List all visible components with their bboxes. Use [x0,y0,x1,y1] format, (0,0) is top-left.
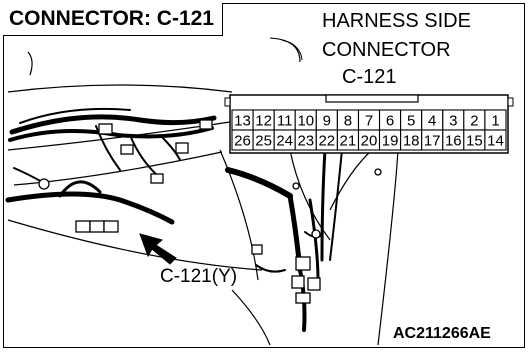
terminal-number: 13 [234,113,251,130]
terminal-number: 20 [361,133,378,150]
terminal-number: 5 [407,113,415,130]
harness-side-caption-line-3: C-121 [342,66,397,88]
terminal-number: 16 [445,133,462,150]
diagram-frame [3,3,525,348]
terminal-number: 10 [297,113,314,130]
terminal-number: 1 [491,113,499,130]
terminal-number: 9 [323,113,331,130]
harness-connectors [38,119,382,304]
terminal-number: 3 [449,113,457,130]
terminal-number: 17 [424,133,441,150]
terminal-number: 12 [255,113,272,130]
harness-wires [5,107,343,332]
terminal-number: 11 [277,113,293,130]
terminal-number: 26 [234,133,251,150]
terminal-number: 6 [386,113,394,130]
connector-location-label: C-121(Y) [160,266,238,287]
terminal-number: 15 [466,133,483,150]
terminal-number: 7 [365,113,373,130]
terminal-number: 18 [403,133,420,150]
terminal-cell [484,129,507,151]
terminal-number: 8 [344,113,352,130]
terminal-number: 14 [487,133,504,150]
terminal-number: 24 [276,133,293,150]
terminal-number: 2 [470,113,478,130]
terminal-number: 19 [382,133,399,150]
terminal-number: 22 [318,133,335,150]
terminal-number: 4 [428,113,436,130]
harness-side-caption-line-1: HARNESS SIDE [322,10,471,32]
terminal-number: 21 [340,133,357,150]
harness-side-caption-line-2: CONNECTOR [322,39,451,61]
terminal-number: 23 [297,133,314,150]
terminal-number: 25 [255,133,272,150]
location-arrow-icon [139,233,177,265]
leader-line [269,37,303,61]
figure-id: AC211266AE [393,325,491,342]
connector-title: CONNECTOR: C-121 [3,3,223,36]
